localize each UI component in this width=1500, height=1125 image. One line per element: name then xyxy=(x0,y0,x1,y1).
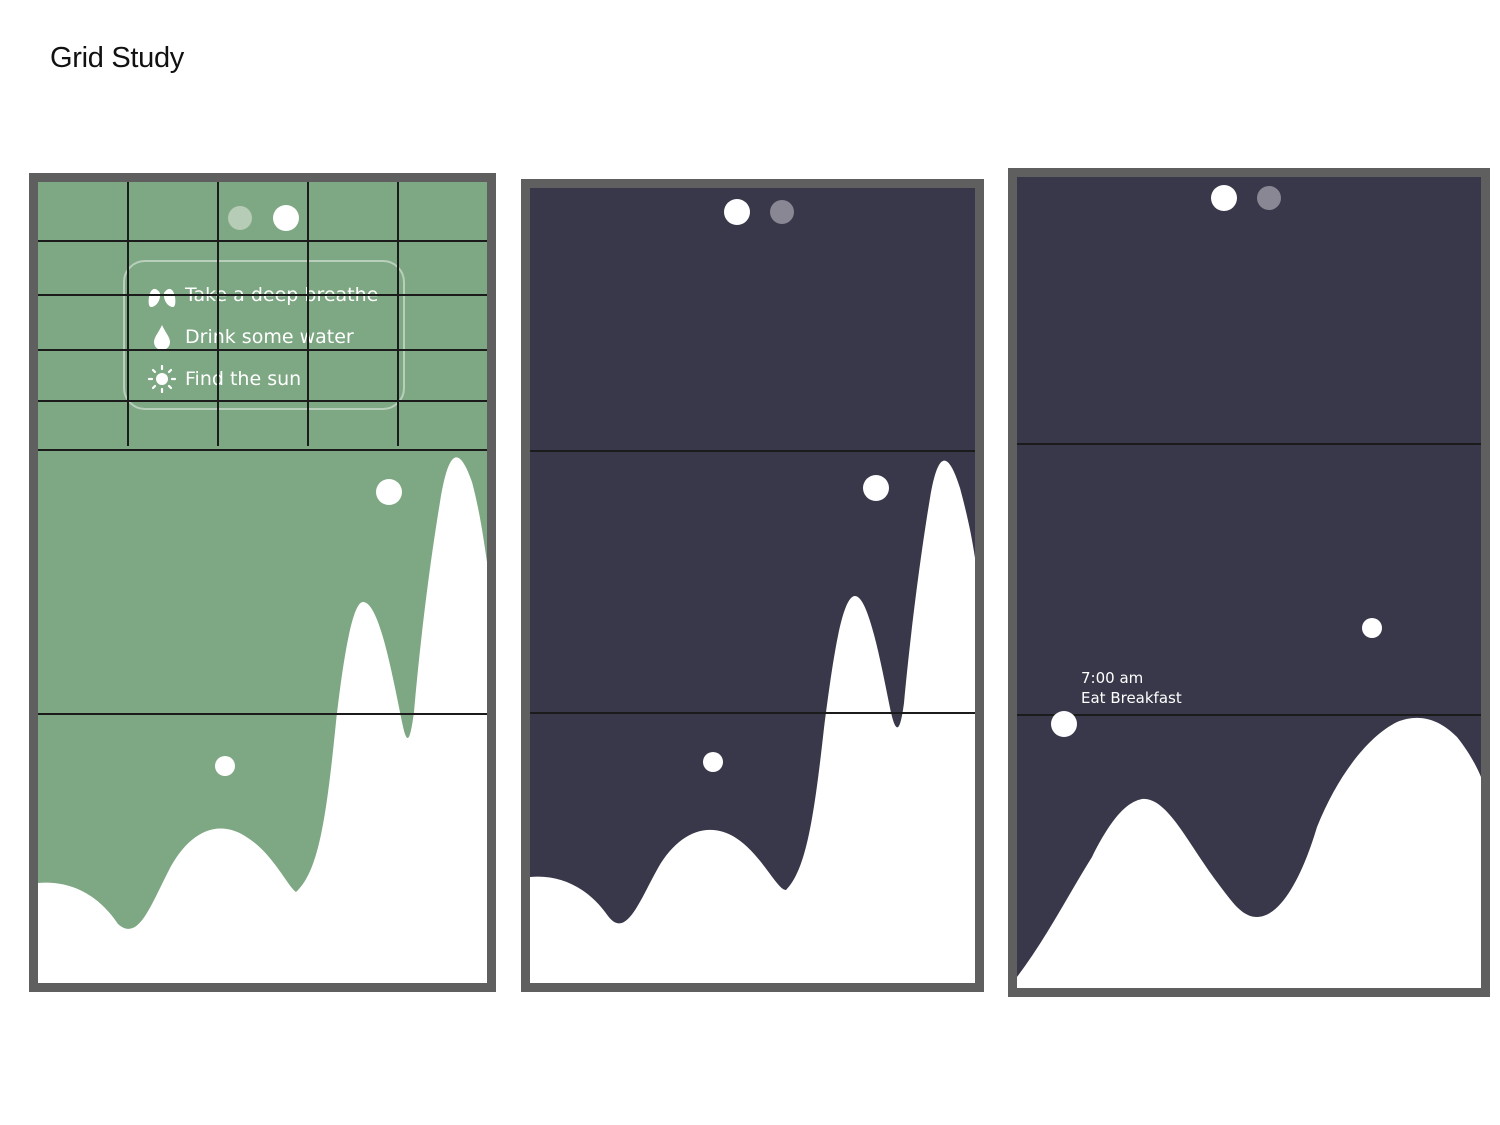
event-label: Eat Breakfast xyxy=(1081,689,1182,707)
phone-frame-3: 7:00 am Eat Breakfast xyxy=(1008,168,1490,997)
grid-row-line xyxy=(1017,443,1481,445)
sun-icon xyxy=(147,365,177,393)
page-dot-2-active[interactable] xyxy=(273,205,299,231)
screen-1-canvas xyxy=(38,182,487,983)
grid-column-line xyxy=(127,182,129,446)
task-label: Find the sun xyxy=(185,368,302,390)
grid-column-line xyxy=(397,182,399,446)
page-dot-2[interactable] xyxy=(770,200,794,224)
grid-row-line xyxy=(38,400,487,402)
task-item[interactable]: Find the sun xyxy=(147,364,301,394)
grid-row-line xyxy=(38,449,487,451)
page-dot-1-active[interactable] xyxy=(724,199,750,225)
page-dot-2[interactable] xyxy=(1257,186,1281,210)
grid-row-line xyxy=(530,712,975,714)
grid-column-line xyxy=(307,182,309,446)
data-point[interactable] xyxy=(703,752,723,772)
screen-1-wave xyxy=(38,457,487,983)
page-dot-1[interactable] xyxy=(228,206,252,230)
grid-row-line xyxy=(530,450,975,452)
phone-frame-2 xyxy=(521,179,984,992)
screen-3-canvas xyxy=(1017,177,1481,988)
data-point[interactable] xyxy=(1362,618,1382,638)
screen-2-wave xyxy=(530,460,975,983)
grid-row-line xyxy=(1017,714,1481,716)
task-item[interactable]: Drink some water xyxy=(147,322,354,352)
grid-column-line xyxy=(217,182,219,446)
screen-3-wave xyxy=(1017,717,1481,988)
data-point[interactable] xyxy=(376,479,402,505)
task-label: Drink some water xyxy=(185,326,354,348)
data-point[interactable] xyxy=(863,475,889,501)
grid-row-line xyxy=(38,240,487,242)
screen-2-canvas xyxy=(530,188,975,983)
data-point[interactable] xyxy=(215,756,235,776)
grid-row-line xyxy=(38,349,487,351)
page-title: Grid Study xyxy=(50,42,184,74)
grid-row-line xyxy=(38,294,487,296)
event-time: 7:00 am xyxy=(1081,669,1144,687)
phone-frame-1: Take a deep breathe Drink some water xyxy=(29,173,496,992)
water-drop-icon xyxy=(147,323,177,351)
event-marker[interactable] xyxy=(1051,711,1077,737)
grid-row-line xyxy=(38,713,487,715)
page-dot-1-active[interactable] xyxy=(1211,185,1237,211)
task-card: Take a deep breathe Drink some water xyxy=(123,260,405,410)
